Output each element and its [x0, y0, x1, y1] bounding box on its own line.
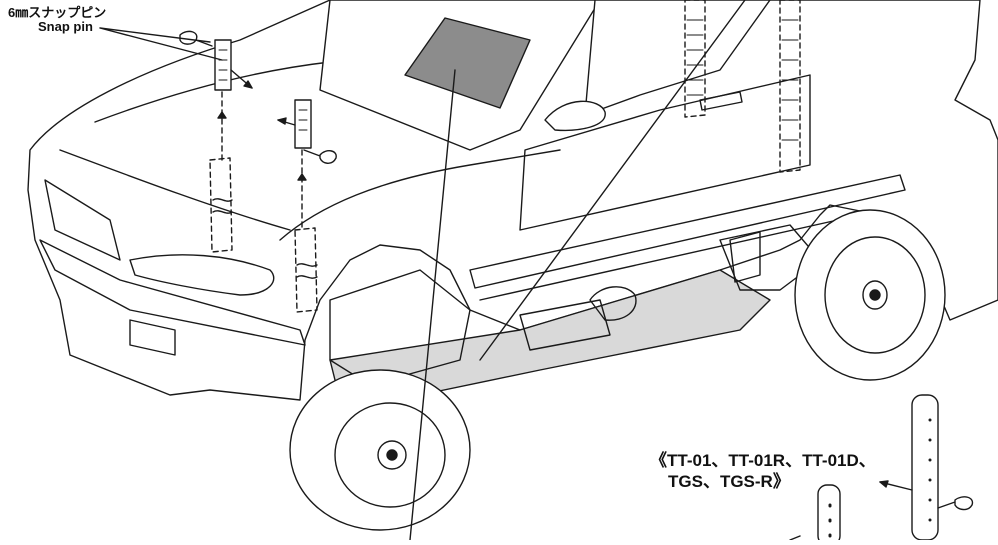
front-gearbox [329, 269, 471, 386]
front-hub [377, 440, 407, 470]
fog-light [129, 319, 176, 356]
inset-post-tall [911, 394, 939, 541]
body-outline [27, 0, 998, 401]
models-label-line2: TGS、TGS-R》 [668, 472, 790, 491]
rear-damper [729, 231, 761, 283]
body-post-front-left [209, 157, 233, 253]
snap-pin-label-jp: 6㎜スナップピン [8, 5, 107, 20]
snap-pin-2 [303, 149, 337, 164]
rear-hub [862, 280, 888, 310]
models-label-line1: 《TT-01、TT-01R、TT-01D、 [650, 451, 876, 470]
front-bumper [39, 239, 306, 346]
body-post-rear-right [779, 0, 801, 173]
body-post-rear-left [684, 0, 706, 118]
inset-post-short [817, 484, 841, 545]
snap-pin-label-en: Snap pin [38, 19, 93, 34]
grille [44, 179, 121, 261]
body-post-upper-left [214, 39, 232, 91]
hood-line [59, 149, 291, 231]
door-handle [699, 91, 743, 111]
body-post-upper-right [294, 99, 312, 149]
fender-line [279, 149, 561, 241]
body-post-front-right [294, 227, 318, 313]
side-mirror [544, 100, 606, 132]
inset-snap-pin [937, 496, 974, 511]
motor [589, 286, 637, 321]
door-line [519, 74, 811, 231]
battery-box [519, 299, 611, 351]
sunroof-window [404, 17, 531, 109]
rocker-line [479, 214, 861, 301]
side-skirt [469, 174, 906, 289]
headlight-left [129, 254, 275, 296]
